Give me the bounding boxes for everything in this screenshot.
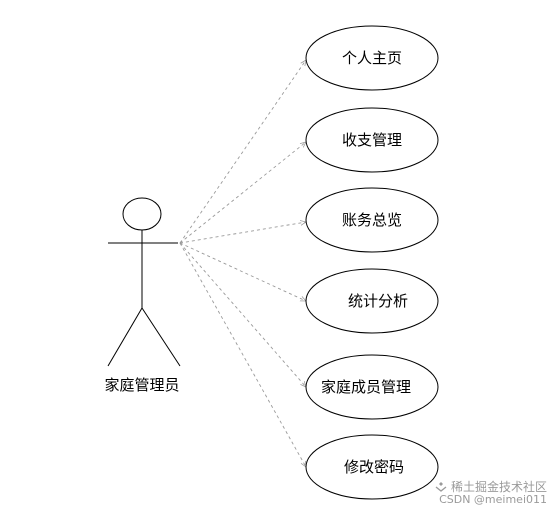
watermark-community: 稀土掘金技术社区	[435, 478, 547, 495]
use-case-account-overview[interactable]: 账务总览	[305, 187, 439, 253]
use-case-label: 统计分析	[348, 292, 408, 310]
use-case-ellipse	[305, 187, 439, 253]
actor-left-leg	[107, 307, 143, 367]
use-case-label: 收支管理	[342, 131, 402, 149]
watermark-community-text: 稀土掘金技术社区	[450, 480, 547, 494]
connector-2	[179, 142, 306, 244]
use-case-family-members[interactable]: 家庭成员管理	[305, 354, 439, 420]
use-case-income-expense[interactable]: 收支管理	[305, 107, 439, 173]
use-case-label: 修改密码	[344, 458, 404, 476]
use-case-personal-home[interactable]: 个人主页	[305, 25, 439, 91]
use-case-label: 家庭成员管理	[321, 378, 411, 396]
connector-3	[179, 222, 306, 244]
actor-label: 家庭管理员	[104, 376, 179, 394]
connector-5	[179, 242, 306, 387]
use-case-ellipse	[305, 268, 439, 334]
use-case-change-password[interactable]: 修改密码	[305, 434, 439, 500]
use-case-label: 账务总览	[342, 211, 402, 229]
use-case-ellipse	[305, 434, 439, 500]
connector-4	[179, 242, 306, 302]
actor-head	[122, 197, 162, 231]
use-case-statistics[interactable]: 统计分析	[305, 268, 439, 334]
actor: 家庭管理员	[104, 197, 181, 394]
watermark-credit: CSDN @meimei011	[439, 493, 547, 506]
use-case-label: 个人主页	[342, 49, 402, 67]
use-case-ellipse	[305, 25, 439, 91]
actor-right-leg	[141, 307, 181, 367]
connector-6	[179, 242, 306, 467]
juejin-logo-icon	[435, 481, 447, 493]
use-case-ellipse	[305, 107, 439, 173]
use-case-ellipse	[305, 354, 439, 420]
connectors	[179, 60, 306, 467]
connector-1	[179, 60, 306, 244]
